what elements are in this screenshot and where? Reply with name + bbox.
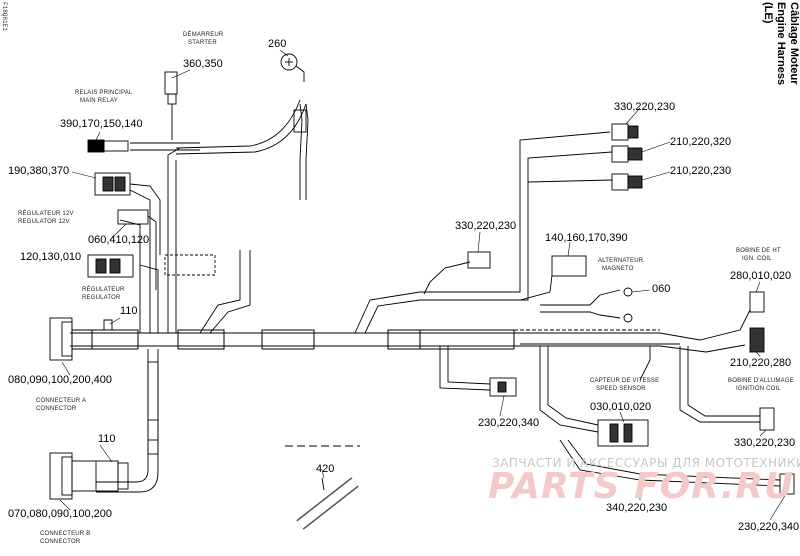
caption-connector-b-fr: CONNECTEUR B [40,531,91,537]
part-label-030: 030,010,020 [590,401,652,413]
caption-ignition-coil-en: IGNITION COIL [736,386,781,392]
left-upper-branch [119,99,307,334]
loose-cable [285,445,360,530]
part-label-110a: 110 [120,305,138,317]
part-label-230b: 230,220,340 [738,521,800,533]
part-label-360: 360,350 [183,58,223,70]
caption-starter-fr: DÉMARREUR [183,32,224,38]
caption-starter-en: STARTER [188,40,217,46]
watermark-logo: PARTS FOR.RU [488,466,795,507]
part-label-070: 070,080,090,100,200 [8,508,112,520]
document-id: F18Q61E1 [1,2,8,31]
part-label-210b: 210,220,230 [670,165,732,177]
watermark-tagline: ЗАПЧАСТИ И АКСЕССУАРЫ ДЛЯ МОТОТЕХНИКИ [492,456,800,470]
regulator-connectors [87,172,161,290]
caption-speed-sensor-fr: CAPTEUR DE VITESSE [590,378,660,384]
part-label-390: 390,170,150,140 [60,118,143,130]
part-label-210a: 210,220,320 [670,136,732,148]
right-upper-connectors [611,123,643,191]
title-line-1: Câblage Moteur [788,2,800,85]
middle-branch [354,131,633,334]
caption-ign-coil-en: IGN. COIL [742,256,772,262]
part-label-420: 420 [316,463,335,475]
caption-alternator-en: MAGNETO [602,266,634,272]
caption-ign-coil-fr: BOBINE DE HT [736,248,781,254]
main-trunk [70,329,680,347]
relay-part [87,139,129,153]
part-label-280: 280,010,020 [730,270,792,282]
caption-speed-sensor-en: SPEED SENSOR [596,386,646,392]
part-label-230a: 230,220,340 [478,417,540,429]
caption-connector-a-en: CONNECTOR [36,406,77,412]
part-label-260: 260 [268,38,287,50]
title-line-2: Engine Harness [775,2,787,86]
part-label-110b: 110 [98,433,116,445]
caption-relay-en: MAIN RELAY [80,98,118,104]
title-line-3: (LE) [762,2,774,24]
part-label-340: 340,220,230 [606,502,668,514]
caption-regulator12-fr: RÉGULATEUR 12V [18,211,74,217]
right-branches [439,291,795,495]
part-label-140: 140,160,170,390 [545,232,628,244]
caption-connector-a-fr: CONNECTEUR A [36,398,87,404]
caption-regulator-en: REGULATOR [82,295,121,301]
starter-connector [164,71,178,140]
caption-regulator-fr: RÉGULATEUR [82,287,125,293]
lower-branch [49,349,159,500]
part-label-330c: 330,220,230 [734,437,796,449]
caption-ignition-coil-fr: BOBINE D'ALLUMAGE [728,378,794,384]
part-label-060a: 060,410,120 [88,234,150,246]
connector-a [49,317,113,361]
part-label-210c: 210,220,280 [730,357,792,369]
caption-relay-fr: RELAIS PRINCIPAL [75,90,133,96]
caption-regulator12-en: REGULATOR 12V [18,219,70,225]
part-label-120: 120,130,010 [20,251,82,263]
part-label-190: 190,380,370 [8,165,70,177]
part-label-330a: 330,220,230 [614,101,676,113]
part-label-060b: 060 [652,283,671,295]
leader-lines [59,49,787,521]
caption-connector-b-en: CONNECTOR [40,539,81,545]
starter-cable [280,53,309,200]
caption-alternator-fr: ALTERNATEUR [598,258,644,264]
part-label-080: 080,090,100,200,400 [8,374,112,386]
trunk-sleeves [91,329,515,350]
part-label-330b: 330,220,230 [455,220,517,232]
